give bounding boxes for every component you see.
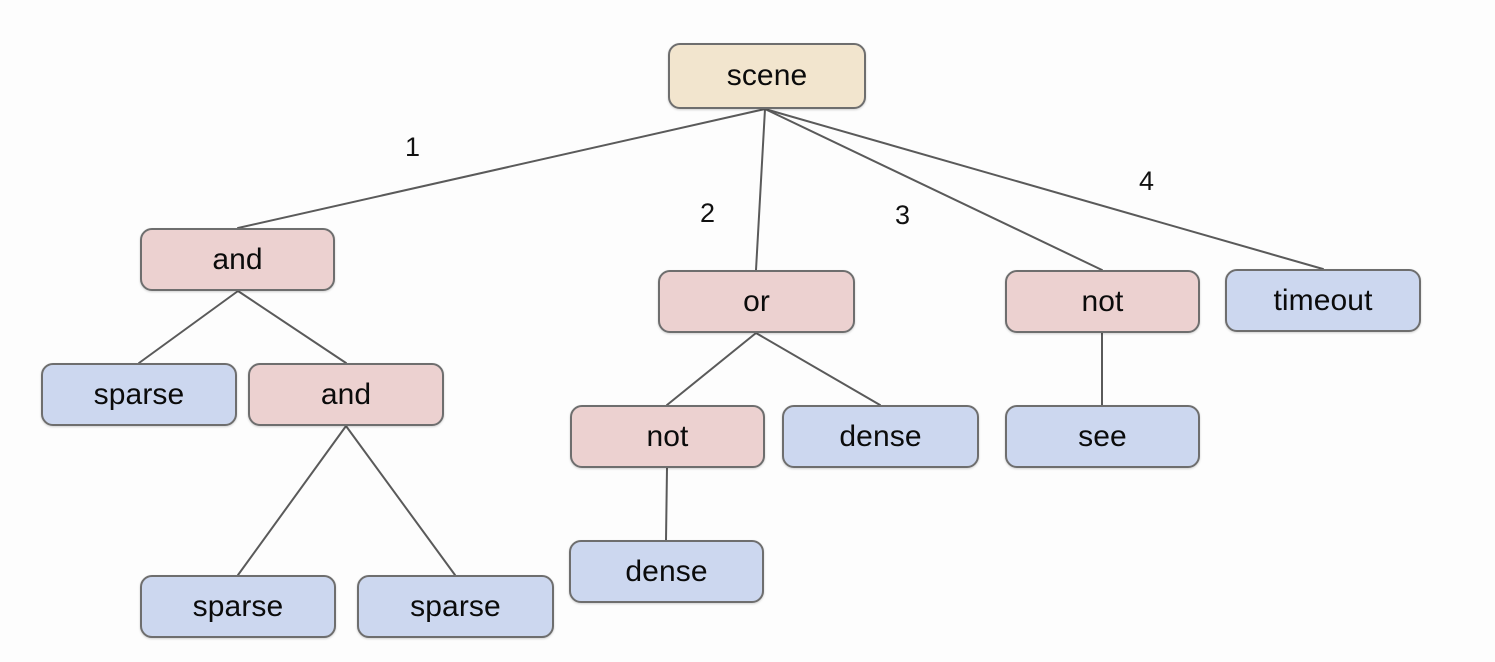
tree-edge-scene-to-not1 xyxy=(764,108,1103,271)
tree-node-label-dense1: dense xyxy=(839,419,922,453)
tree-edge-scene-to-and1 xyxy=(237,108,766,229)
tree-node-and2[interactable]: and xyxy=(248,363,444,426)
edge-label-1: 1 xyxy=(405,132,421,162)
tree-node-label-dense2: dense xyxy=(625,554,708,588)
tree-edge-and2-to-sparse3 xyxy=(345,425,456,576)
tree-node-label-not1: not xyxy=(1081,284,1124,318)
tree-node-label-scene: scene xyxy=(726,59,808,92)
tree-edge-scene-to-or1 xyxy=(755,108,766,271)
edge-label-4: 4 xyxy=(1139,166,1155,196)
tree-node-and1[interactable]: and xyxy=(140,228,335,291)
tree-node-sparse2[interactable]: sparse xyxy=(140,575,336,638)
tree-edge-scene-to-timeout1 xyxy=(764,108,1324,270)
tree-node-label-sparse1: sparse xyxy=(93,377,185,411)
tree-node-label-not2: not xyxy=(646,419,689,453)
tree-edge-not2-to-dense2 xyxy=(665,467,668,541)
tree-node-label-see1: see xyxy=(1078,419,1127,453)
tree-node-label-and1: and xyxy=(212,242,263,276)
tree-node-or1[interactable]: or xyxy=(658,270,855,333)
tree-node-sparse1[interactable]: sparse xyxy=(41,363,237,426)
edge-label-3: 3 xyxy=(895,200,911,230)
tree-edge-and1-to-sparse1 xyxy=(138,290,239,364)
tree-edge-or1-to-dense1 xyxy=(755,332,881,406)
tree-node-label-sparse3: sparse xyxy=(410,589,501,623)
tree-node-label-sparse2: sparse xyxy=(192,589,284,623)
tree-edge-and2-to-sparse2 xyxy=(237,425,347,576)
tree-node-label-or1: or xyxy=(743,284,770,318)
tree-node-scene[interactable]: scene xyxy=(668,43,866,109)
tree-node-sparse3[interactable]: sparse xyxy=(357,575,554,638)
tree-node-see1[interactable]: see xyxy=(1005,405,1200,468)
tree-node-dense2[interactable]: dense xyxy=(569,540,764,603)
edge-label-2: 2 xyxy=(700,198,716,228)
tree-node-not2[interactable]: not xyxy=(570,405,765,468)
tree-node-label-timeout1: timeout xyxy=(1273,283,1373,317)
tree-edge-or1-to-not2 xyxy=(666,332,757,406)
tree-edge-and1-to-and2 xyxy=(237,290,347,364)
tree-node-timeout1[interactable]: timeout xyxy=(1225,269,1421,332)
tree-node-label-and2: and xyxy=(320,377,372,411)
tree-node-not1[interactable]: not xyxy=(1005,270,1200,333)
tree-node-dense1[interactable]: dense xyxy=(782,405,979,468)
